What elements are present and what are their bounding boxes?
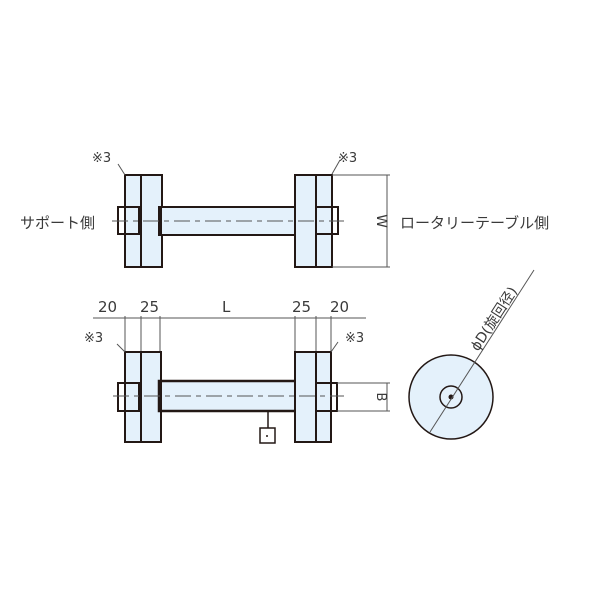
dimension-b-label: B	[373, 393, 388, 402]
end-view	[408, 269, 535, 440]
diameter-label: ϕD(旋回径)	[468, 284, 521, 354]
front-view	[93, 316, 390, 444]
top-view	[112, 159, 390, 268]
dimension-w-label: W	[373, 214, 389, 228]
rotary-table-side-label: ロータリーテーブル側	[400, 214, 549, 232]
dim-20-left: 20	[98, 298, 117, 316]
dim-20-right: 20	[330, 298, 349, 316]
hub-circle	[439, 385, 463, 409]
dim-l: L	[222, 298, 231, 316]
note-top-left: ※3	[92, 151, 111, 166]
dim-25-right: 25	[292, 298, 311, 316]
note-front-left: ※3	[84, 331, 103, 346]
note-top-right: ※3	[338, 151, 357, 166]
dim-25-left: 25	[140, 298, 159, 316]
support-side-label: サポート側	[20, 214, 95, 232]
diameter-leader	[429, 269, 535, 433]
note-front-right: ※3	[345, 331, 364, 346]
